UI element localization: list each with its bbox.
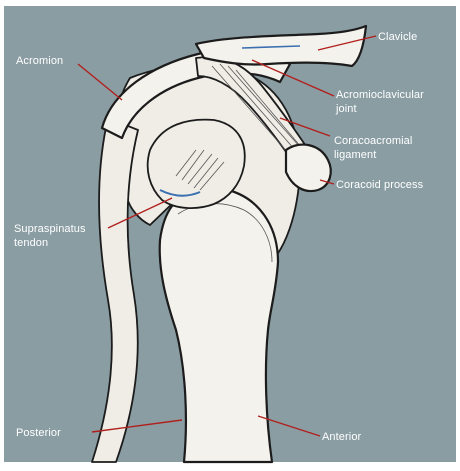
label-coracoacromial-ligament-line1: Coracoacromial: [334, 135, 412, 147]
label-coracoid-process: Coracoid process: [336, 179, 424, 191]
label-acromioclavicular-joint-line2: joint: [335, 103, 357, 115]
label-coracoacromial-ligament-line2: ligament: [334, 149, 376, 161]
label-anterior: Anterior: [322, 431, 362, 443]
label-supraspinatus-tendon-line1: Supraspinatus: [14, 223, 86, 235]
label-acromioclavicular-joint-line1: Acromioclavicular: [336, 89, 424, 101]
label-posterior: Posterior: [16, 427, 61, 439]
bottom-margin: [0, 462, 460, 471]
label-acromion: Acromion: [16, 55, 63, 67]
label-clavicle: Clavicle: [378, 31, 417, 43]
label-supraspinatus-tendon-line2: tendon: [14, 237, 48, 249]
